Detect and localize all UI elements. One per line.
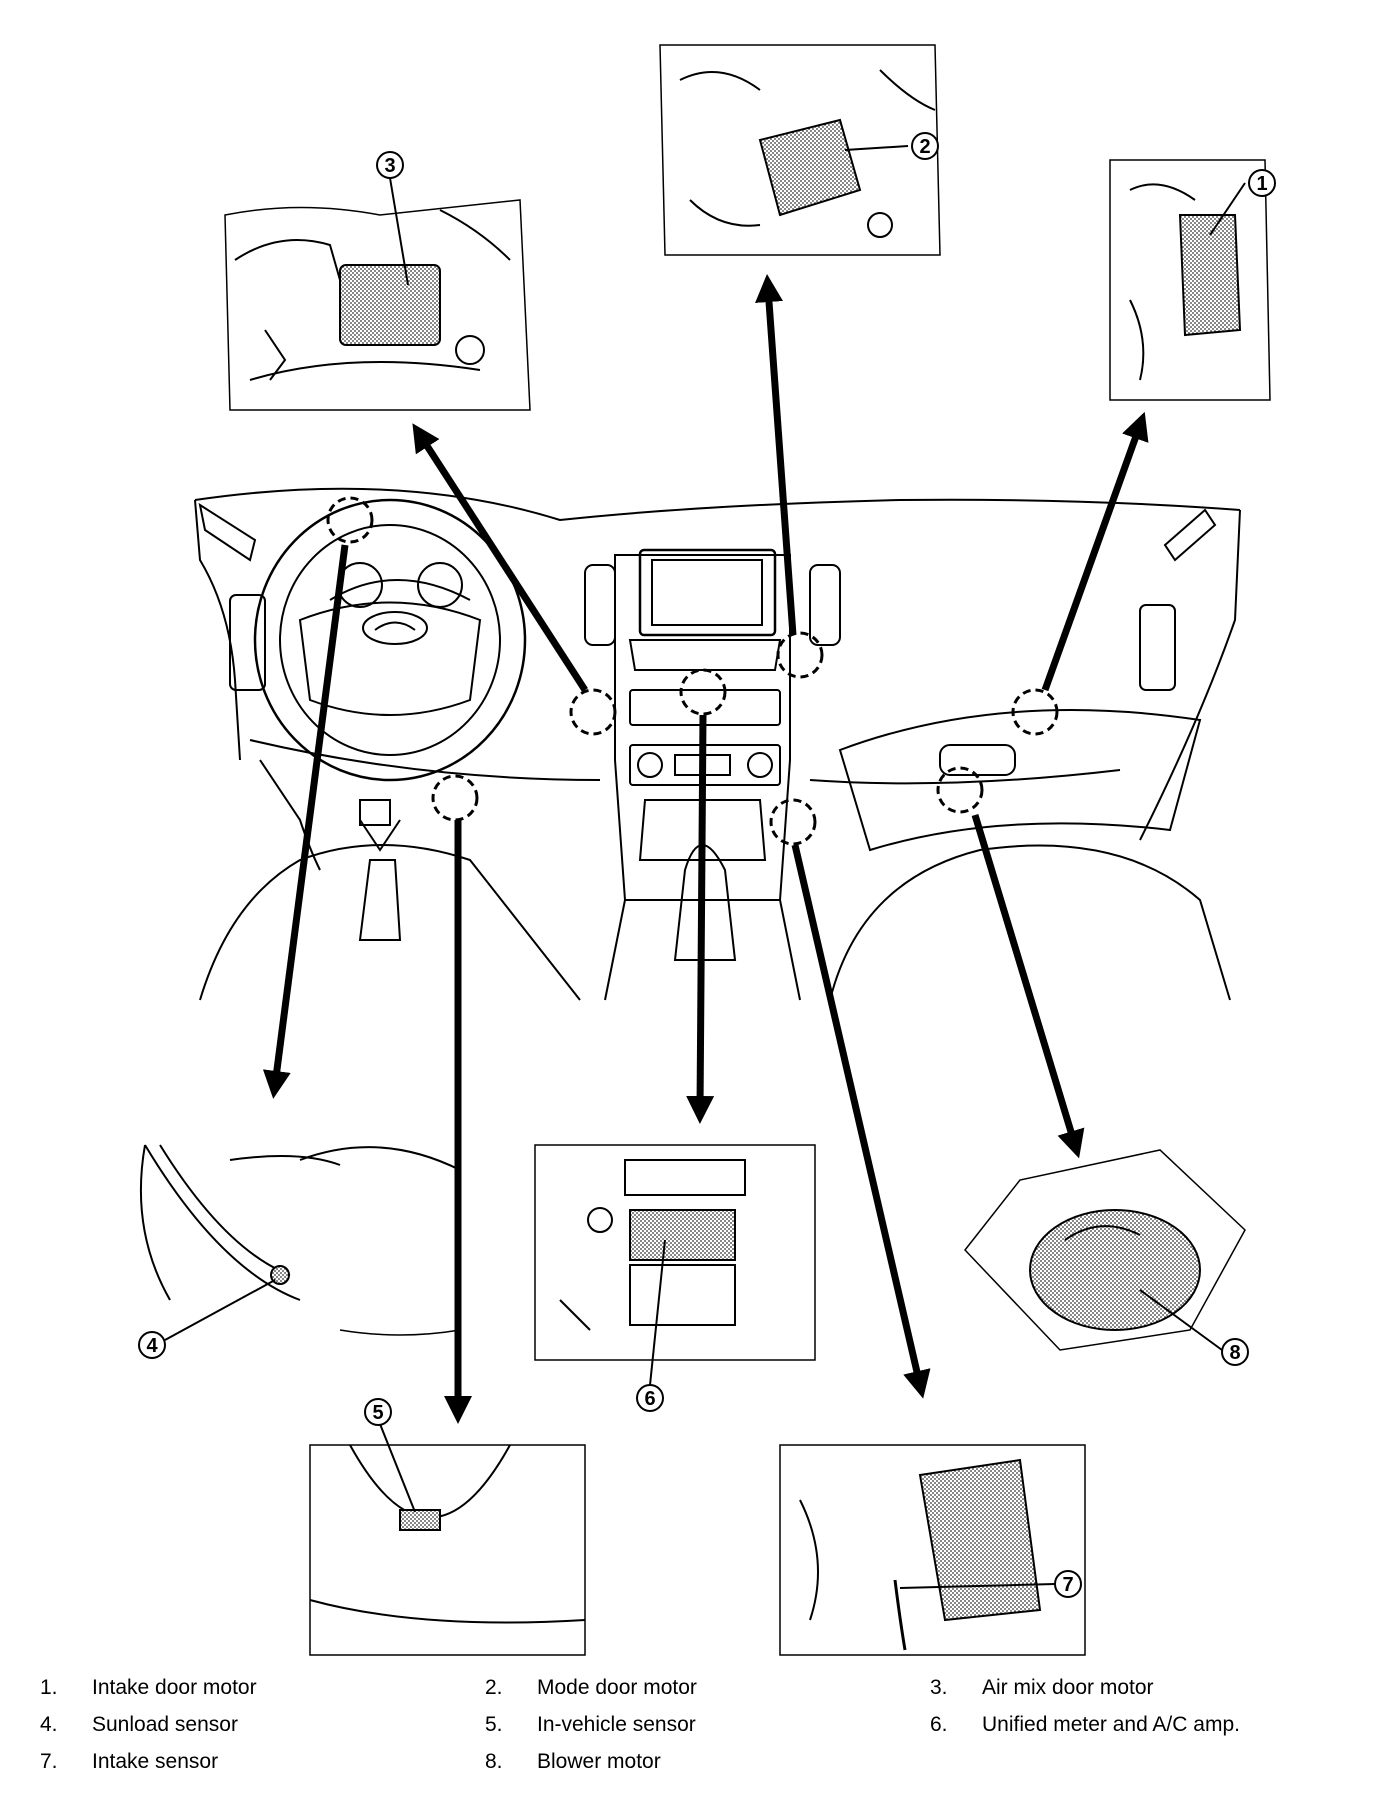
arrow-to-amp (686, 714, 715, 1124)
callout-1: 1 (1209, 169, 1276, 236)
location-marker-7 (769, 798, 817, 846)
svg-text:6: 6 (644, 1388, 655, 1410)
detail-unified-meter-amp (534, 1144, 816, 1361)
detail-air-mix-door-motor (224, 199, 531, 411)
callout-4: 4 (138, 1279, 276, 1359)
legend-label: Intake door motor (92, 1676, 257, 1699)
callout-5: 5 (364, 1398, 416, 1513)
location-marker-3 (326, 496, 374, 544)
arrow-to-intake-sensor (791, 844, 931, 1399)
detail-intake-sensor (779, 1444, 1086, 1656)
component-location-diagram: 1 2 3 4 5 6 7 (138, 44, 1276, 1656)
component-legend: 1. Intake door motor 2. Mode door motor … (0, 1676, 1376, 1816)
legend-number: 6. (930, 1713, 948, 1736)
legend-number: 1. (40, 1676, 58, 1699)
legend-label: Sunload sensor (92, 1713, 238, 1736)
detail-intake-door-motor (1109, 159, 1271, 401)
legend-number: 3. (930, 1676, 948, 1699)
detail-mode-door-motor (659, 44, 941, 256)
legend-number: 2. (485, 1676, 503, 1699)
location-marker-1 (1011, 688, 1059, 736)
location-marker-8 (936, 766, 984, 814)
arrow-to-air-mix-motor (412, 423, 588, 692)
location-marker-5 (431, 774, 479, 822)
location-markers (326, 496, 1059, 846)
leader-arrows (262, 274, 1149, 1424)
detail-blower-motor (964, 1149, 1246, 1351)
detail-sunload-sensor (139, 1144, 461, 1336)
svg-text:5: 5 (372, 1402, 383, 1424)
legend-number: 7. (40, 1750, 58, 1773)
svg-text:4: 4 (146, 1335, 158, 1357)
arrow-to-intake-motor (1041, 411, 1149, 692)
legend-number: 8. (485, 1750, 503, 1773)
legend-label: Unified meter and A/C amp. (982, 1713, 1240, 1736)
location-marker-2 (776, 631, 824, 679)
location-marker-6 (679, 668, 727, 716)
callout-6: 6 (636, 1239, 666, 1412)
svg-text:1: 1 (1256, 173, 1267, 195)
legend-number: 5. (485, 1713, 503, 1736)
legend-label: In-vehicle sensor (537, 1713, 696, 1736)
callout-7: 7 (899, 1570, 1082, 1598)
svg-text:2: 2 (919, 136, 930, 158)
svg-text:3: 3 (384, 155, 395, 177)
arrow-to-blower-motor (971, 813, 1085, 1159)
legend-number: 4. (40, 1713, 58, 1736)
legend-label: Mode door motor (537, 1676, 697, 1699)
arrow-to-mode-motor (755, 274, 797, 636)
dashboard-overview (194, 487, 1241, 1001)
callout-3: 3 (376, 151, 409, 286)
location-marker-3b (569, 688, 617, 736)
legend-label: Blower motor (537, 1750, 661, 1773)
callout-2: 2 (844, 132, 939, 160)
legend-label: Intake sensor (92, 1750, 219, 1773)
svg-text:7: 7 (1062, 1574, 1073, 1596)
legend-label: Air mix door motor (982, 1676, 1154, 1699)
callout-8: 8 (1139, 1289, 1249, 1366)
detail-in-vehicle-sensor (309, 1444, 586, 1656)
svg-text:8: 8 (1229, 1342, 1240, 1364)
arrow-to-sunload-sensor (262, 544, 349, 1099)
